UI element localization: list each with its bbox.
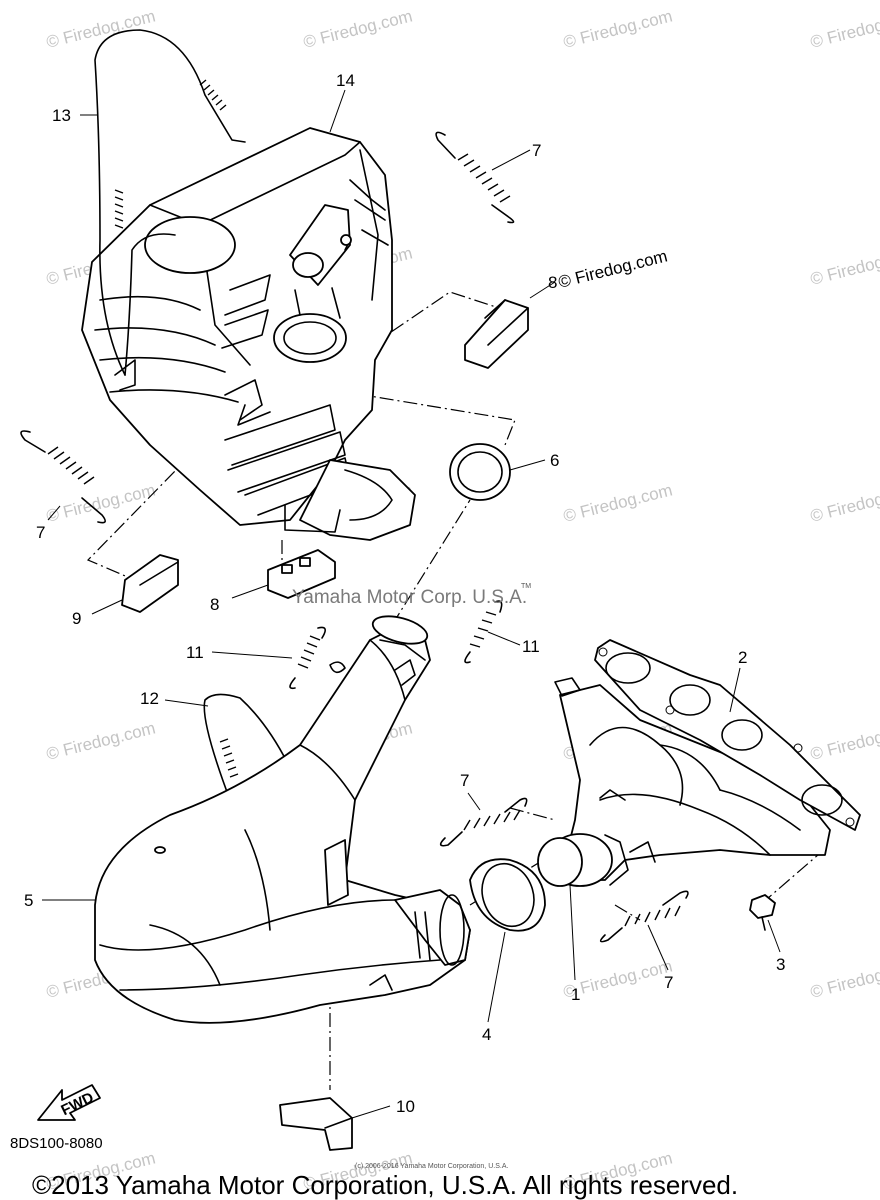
spring-part-11-left <box>289 626 326 690</box>
watermark: © Firedog.com <box>561 480 674 525</box>
exhaust-manifold-part-1 <box>537 684 831 887</box>
label-11: 11 <box>186 643 204 662</box>
watermark: © Firedog.com <box>808 718 880 763</box>
spring-part-7-lower-right <box>599 890 689 943</box>
damper-part-8-upper <box>464 299 529 369</box>
label-12: 12 <box>140 689 159 708</box>
watermark: © Firedog.com <box>808 243 880 288</box>
flange-gasket-part-2 <box>554 639 861 831</box>
label-13: 13 <box>52 106 71 125</box>
damper-part-8-lower <box>267 549 336 599</box>
watermark: © Firedog.com <box>808 956 880 1001</box>
muffler-part-14 <box>81 127 416 541</box>
trademark-mark: TM <box>521 583 531 590</box>
watermark: © Firedog.com <box>44 718 157 763</box>
label-3: 3 <box>776 955 785 974</box>
watermark: © Firedog.com <box>561 6 674 51</box>
fwd-arrow-icon: FWD <box>37 1084 101 1121</box>
label-8: 8 <box>210 595 219 614</box>
damper-part-9 <box>121 554 179 613</box>
gasket-part-6 <box>449 443 511 501</box>
hanger-wire-part-13 <box>94 29 246 376</box>
diagram-code: 8DS100-8080 <box>10 1135 103 1152</box>
damper-part-10 <box>279 1097 353 1151</box>
expansion-chamber-part-5 <box>94 615 471 1024</box>
watermark: © Firedog.com <box>808 480 880 525</box>
spring-part-7-left <box>20 430 106 524</box>
label-6: 6 <box>550 451 559 470</box>
spring-part-7-upper-right <box>435 131 515 224</box>
spring-part-11-right <box>464 600 503 664</box>
label-7: 7 <box>460 771 469 790</box>
bolt-part-3 <box>749 894 776 931</box>
label-5: 5 <box>24 891 33 910</box>
spring-part-7-center <box>439 797 528 847</box>
center-watermark: Yamaha Motor Corp. U.S.A. <box>292 587 527 608</box>
label-1: 1 <box>571 985 580 1004</box>
label-10: 10 <box>396 1097 415 1116</box>
leader-lines <box>42 89 781 1119</box>
watermark: © Firedog.com <box>301 6 414 51</box>
label-11: 11 <box>522 637 540 656</box>
label-7: 7 <box>664 973 673 992</box>
label-14: 14 <box>336 71 355 90</box>
gasket-part-4 <box>469 858 546 932</box>
tiny-copyright: (c) 2006-2016 Yamaha Motor Corporation, … <box>355 1163 508 1170</box>
watermark: © Firedog.com <box>44 480 157 525</box>
label-7: 7 <box>532 141 541 160</box>
label-2: 2 <box>738 648 747 667</box>
watermark: © Firedog.com <box>808 6 880 51</box>
watermark-inline: © Firedog.com <box>556 246 669 291</box>
label-9: 9 <box>72 609 81 628</box>
label-7: 7 <box>36 523 45 542</box>
label-8: 8 <box>548 273 557 292</box>
copyright-footer: ©2013 Yamaha Motor Corporation, U.S.A. A… <box>32 1170 738 1200</box>
label-4: 4 <box>482 1025 491 1044</box>
